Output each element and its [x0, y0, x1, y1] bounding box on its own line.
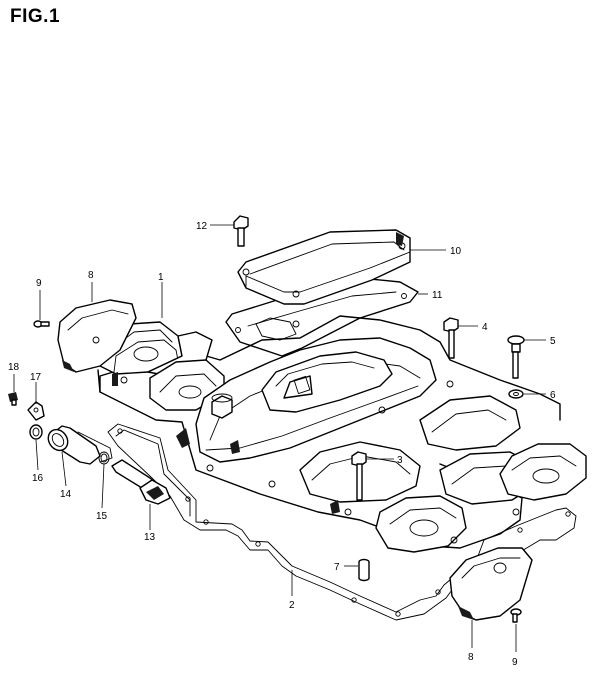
callout-12: 12: [196, 221, 208, 232]
callout-13: 13: [144, 532, 156, 543]
part-9-screw-left: [33, 320, 50, 328]
callout-14: 14: [60, 489, 72, 500]
callout-15: 15: [96, 511, 108, 522]
callout-16: 16: [32, 473, 44, 484]
callout-10: 10: [450, 246, 462, 257]
part-3-bolt: [351, 451, 367, 501]
part-10-breather-cover: [237, 229, 411, 305]
callout-17: 17: [30, 372, 42, 383]
figure-title: FIG.1: [10, 6, 61, 27]
part-14-sleeve: [47, 425, 113, 465]
part-15-o-ring: [98, 451, 110, 465]
part-8-end-cap-left: [57, 299, 137, 373]
callout-8-right: 8: [468, 652, 474, 663]
part-7-dowel: [358, 558, 370, 582]
callout-5: 5: [550, 336, 556, 347]
leader-lines: [13, 224, 546, 652]
callout-6: 6: [550, 390, 556, 401]
callout-8-left: 8: [88, 270, 94, 281]
part-2-gasket: [107, 423, 577, 621]
callout-labels: 1 2 3 4 5 6 7 8 8 9 9 10 11 12 13 14 15 …: [8, 221, 556, 668]
callout-18: 18: [8, 362, 20, 373]
callout-4: 4: [482, 322, 488, 333]
part-13-pipe: [111, 459, 171, 505]
callout-11: 11: [432, 290, 443, 301]
callout-1: 1: [158, 272, 164, 283]
part-4-bolt: [443, 317, 459, 359]
callout-9-left: 9: [36, 278, 42, 289]
callout-3: 3: [397, 455, 403, 466]
callout-9-right: 9: [512, 657, 518, 668]
callout-2: 2: [289, 600, 295, 611]
part-8-end-cap-right: [449, 547, 533, 621]
part-6-washer: [508, 389, 524, 399]
part-17-clamp: [27, 401, 45, 421]
part-16-o-ring: [29, 424, 43, 440]
callout-7: 7: [334, 562, 340, 573]
part-5-bolt: [507, 335, 525, 379]
part-12-bolt: [233, 215, 249, 247]
part-18-screw: [8, 392, 18, 406]
part-9-screw-right: [510, 608, 522, 623]
